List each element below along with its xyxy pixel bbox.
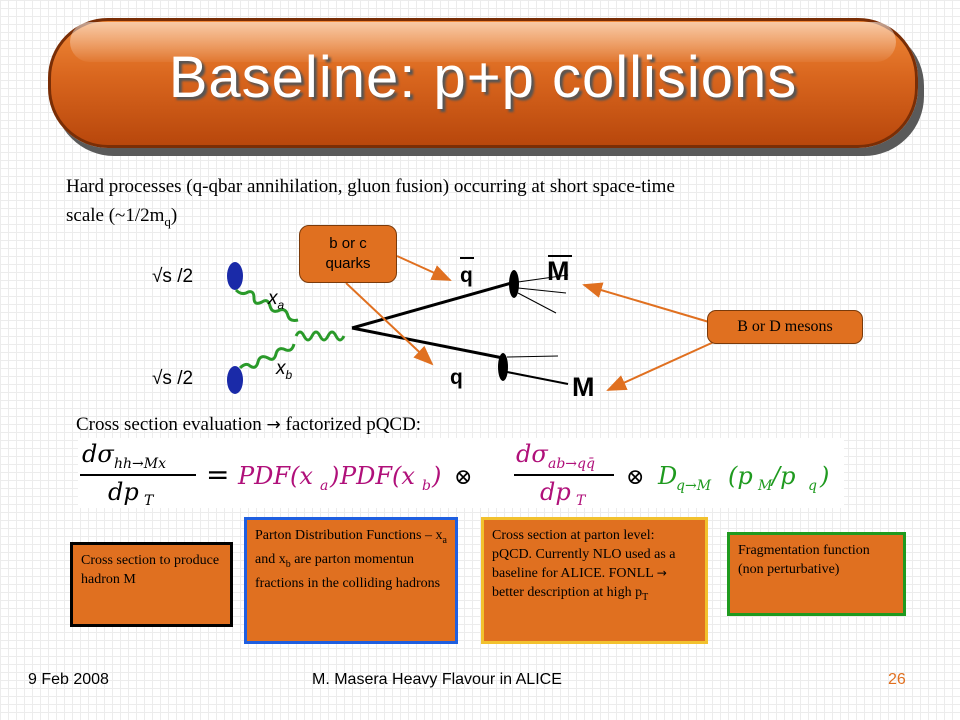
slide-title: Baseline: p+p collisions — [168, 45, 798, 110]
intro-line1: Hard processes (q-qbar annihilation, glu… — [66, 176, 675, 197]
pdf-a-close: ) — [329, 462, 339, 490]
gluon-exchange — [294, 330, 346, 342]
mid-den-sub: T — [576, 493, 587, 508]
arrow-to-m — [606, 340, 717, 391]
hadronization-top — [509, 270, 519, 298]
arrow-icon: → — [266, 415, 281, 435]
intro-line2-prefix: scale (~1/2m — [66, 205, 165, 226]
pdf-a: PDF(x — [237, 462, 313, 490]
frag-pm-sub: M — [757, 478, 773, 494]
pdf-b: PDF(x — [339, 462, 415, 490]
factorization-formula: dσ hh→Mx dp T = PDF(x a ) PDF(x b ) ⊗ dσ… — [78, 438, 844, 509]
arrow-to-q — [345, 282, 434, 366]
cross-section-prefix: Cross section evaluation — [76, 414, 267, 435]
frag-sub: q→M — [676, 478, 712, 494]
quark-line-bottom — [351, 326, 504, 360]
callout-bc-line1: b or c — [329, 235, 367, 252]
mid-num: dσ — [516, 440, 548, 468]
callout-bc-quarks: b or c quarks — [299, 225, 397, 283]
box3-part2: better description at high p — [492, 585, 643, 600]
arrow-to-qbar — [396, 255, 452, 281]
pdf-b-sub: b — [422, 478, 431, 494]
footer-page-number: 26 — [888, 671, 906, 688]
mid-den: dp — [540, 478, 571, 506]
otimes-1: ⊗ — [454, 465, 472, 490]
meson-bottom-line2 — [506, 371, 569, 385]
gluon-bottom — [238, 343, 296, 370]
qbar-label: q — [460, 264, 473, 287]
xa-base: x — [268, 288, 278, 309]
frag-slash: /p — [770, 462, 795, 490]
box2-part2: and x — [255, 551, 286, 567]
meson-top-line2 — [517, 287, 567, 294]
pdf-a-sub: a — [320, 478, 328, 494]
title-shine — [70, 22, 896, 62]
quark-line-top — [351, 280, 516, 330]
frag-pq-sub: q — [808, 478, 817, 494]
box2-part1: Parton Distribution Functions – x — [255, 528, 443, 543]
beam-top-label: √s /2 — [152, 266, 194, 287]
lhs-num: dσ — [82, 440, 114, 468]
footer-date: 9 Feb 2008 — [28, 671, 109, 688]
box2-part3: are parton momentun fractions in the col… — [255, 551, 441, 591]
mbar-label: M — [547, 256, 570, 286]
box3-sub: T — [642, 591, 649, 603]
otimes-2: ⊗ — [626, 465, 644, 490]
q-label: q — [450, 366, 463, 389]
cross-section-suffix: factorized pQCD: — [280, 414, 422, 435]
m-label: M — [572, 372, 595, 402]
frag-arg: (p — [728, 462, 753, 490]
beam-top-ellipse — [227, 262, 243, 290]
footer-author: M. Masera Heavy Flavour in ALICE — [312, 671, 562, 688]
lhs-den-sub: T — [144, 493, 155, 508]
pdf-b-close: ) — [431, 462, 441, 490]
xb-sub: b — [285, 367, 293, 382]
meson-bottom-line1 — [506, 355, 559, 358]
cross-section-label: Cross section evaluation → factorized pQ… — [76, 414, 421, 436]
meson-top-line3 — [517, 292, 557, 314]
equals-sign: = — [206, 458, 229, 491]
box2-sub-b: b — [285, 558, 291, 570]
box-fragmentation: Fragmentation function (non perturbative… — [727, 532, 906, 616]
box3-part1: Cross section at parton level: pQCD. Cur… — [492, 528, 676, 581]
xb-label: xb — [276, 358, 292, 382]
arrow-to-mbar — [582, 282, 710, 323]
frag-d: D — [657, 462, 677, 490]
callout-bc-line2: quarks — [325, 255, 371, 272]
hadronization-bottom — [498, 353, 508, 381]
box-hadron-cross-section: Cross section to produce hadron M — [70, 542, 233, 627]
box-parton-cross-section: Cross section at parton level: pQCD. Cur… — [481, 517, 708, 644]
mid-num-sub: ab→qq̄ — [548, 456, 595, 472]
box-pdf: Parton Distribution Functions – xa and x… — [244, 517, 458, 644]
beam-bottom-label: √s /2 — [152, 368, 194, 389]
arrow-icon: → — [656, 566, 667, 580]
meson-top-line1 — [517, 274, 569, 283]
frag-close: ) — [819, 462, 829, 490]
xa-label: xa — [268, 288, 284, 312]
intro-text: Hard processes (q-qbar annihilation, glu… — [66, 172, 866, 236]
xa-sub: a — [277, 297, 285, 312]
box2-sub-a: a — [442, 534, 447, 546]
callout-bd-mesons: B or D mesons — [707, 310, 863, 344]
xb-base: x — [276, 358, 286, 379]
beam-bottom-ellipse — [227, 366, 243, 394]
lhs-den: dp — [108, 478, 139, 506]
formula-svg: dσ hh→Mx dp T = PDF(x a ) PDF(x b ) ⊗ dσ… — [80, 440, 829, 509]
intro-line2-suffix: ) — [170, 205, 178, 226]
intro-line2-sub: q — [164, 213, 171, 229]
lhs-num-sub: hh→Mx — [114, 456, 166, 472]
gluon-top — [234, 288, 299, 322]
